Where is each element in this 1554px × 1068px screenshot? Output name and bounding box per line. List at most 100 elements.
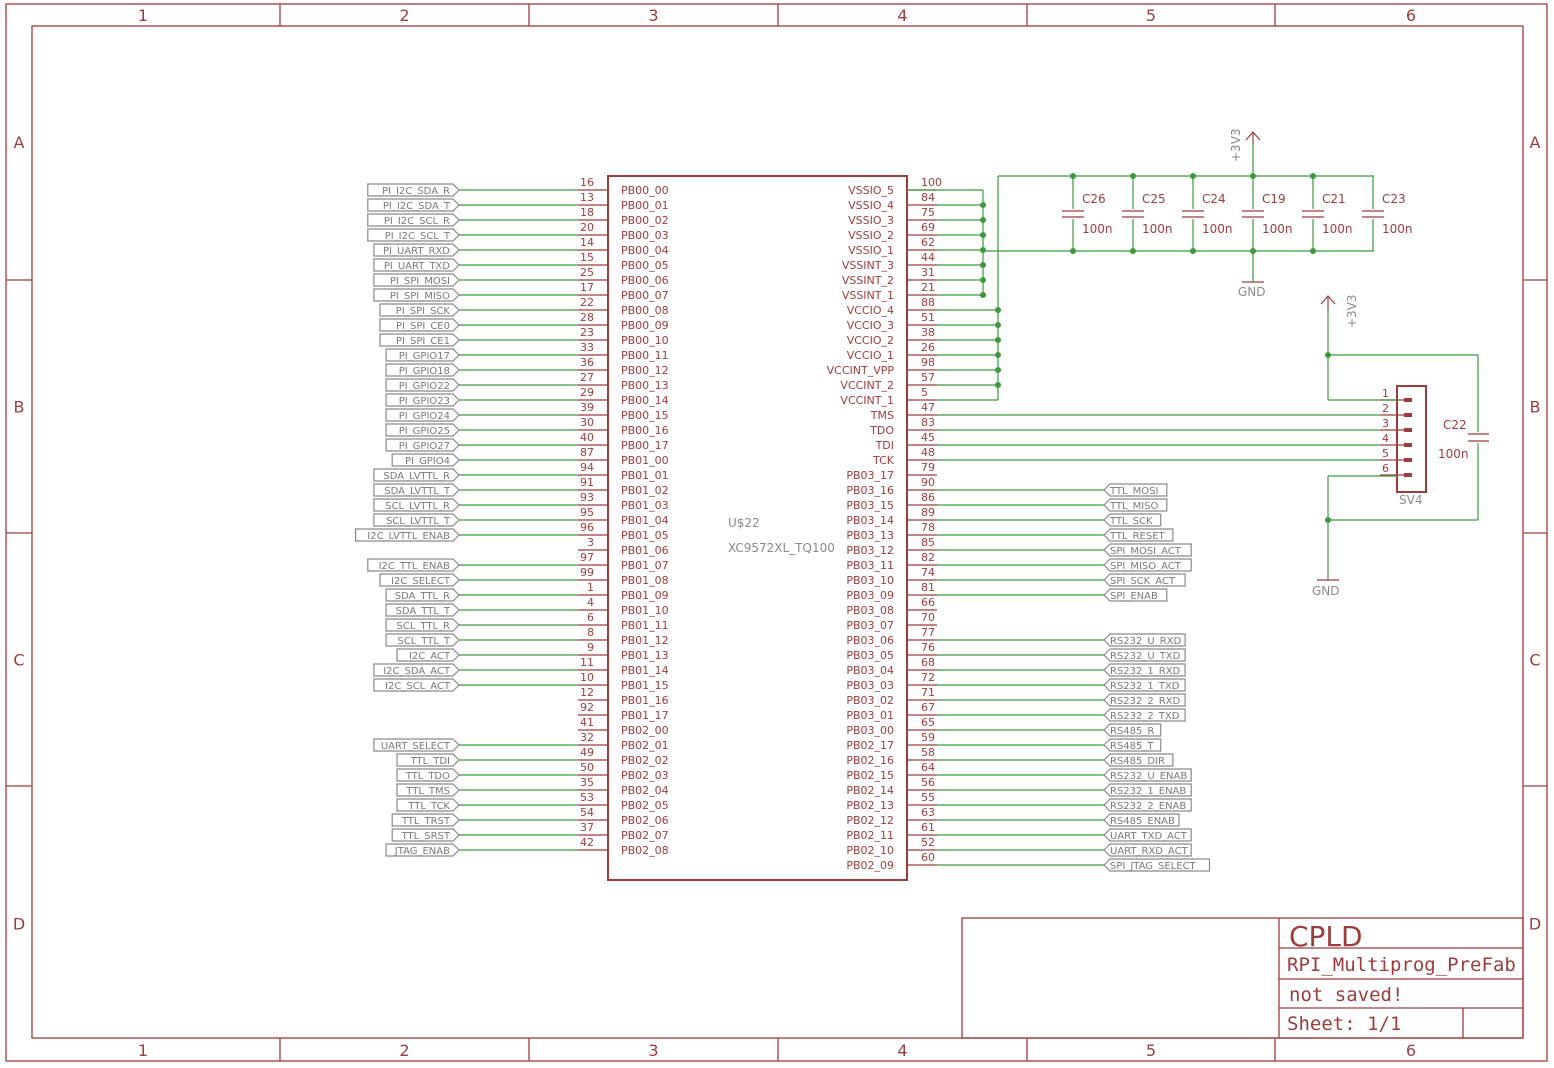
net-label-rs485-r[interactable] <box>1103 723 1162 737</box>
net-label-pi-gpio4[interactable] <box>391 453 460 467</box>
net-label-text: TTL_TDO <box>405 771 450 782</box>
net-label-i2c-scl-act[interactable] <box>373 678 460 692</box>
net-label-ttl-trst[interactable] <box>391 813 460 827</box>
net-label-uart-txd-act[interactable] <box>1103 828 1192 842</box>
cpld-symbol[interactable]: U$22 XC9572XL_TQ100 16PB00_0013PB00_0118… <box>578 175 942 881</box>
net-label-spi-jtag-select[interactable] <box>1103 858 1211 872</box>
net-label-pi-uart-rxd[interactable] <box>373 243 460 257</box>
net-label-sda-ttl-r[interactable] <box>385 588 460 602</box>
pin-number: 15 <box>580 251 594 264</box>
net-label-ttl-reset[interactable] <box>1103 528 1174 542</box>
net-label-rs232-u-rxd[interactable] <box>1103 633 1186 647</box>
pin-number: 66 <box>921 596 935 609</box>
net-label-pi-gpio17[interactable] <box>385 348 460 362</box>
net-label-ttl-miso[interactable] <box>1103 498 1168 512</box>
net-label-pi-gpio25[interactable] <box>385 423 460 437</box>
pin-name: VSSINT_2 <box>842 274 894 287</box>
pin-number: 22 <box>580 296 594 309</box>
net-label-ttl-tms[interactable] <box>396 783 460 797</box>
pin-number: 97 <box>580 551 594 564</box>
net-label-pi-i2c-scl-t[interactable] <box>367 228 460 242</box>
pin-number: 65 <box>921 716 935 729</box>
net-label-rs485-dir[interactable] <box>1103 753 1174 767</box>
net-label-spi-miso-act[interactable] <box>1103 558 1192 572</box>
frame-col-label-top: 5 <box>1146 6 1156 25</box>
frame-col-label-bottom: 3 <box>648 1041 658 1060</box>
net-label-scl-ttl-r[interactable] <box>385 618 460 632</box>
net-label-pi-gpio18[interactable] <box>385 363 460 377</box>
net-label-rs232-u-txd[interactable] <box>1103 648 1186 662</box>
net-label-rs232-1-rxd[interactable] <box>1103 663 1186 677</box>
net-label-text: RS485_R <box>1110 726 1154 737</box>
net-label-pi-gpio27[interactable] <box>385 438 460 452</box>
net-label-ttl-tdi[interactable] <box>396 753 460 767</box>
capacitor-ref: C19 <box>1262 192 1286 206</box>
net-label-ttl-sck[interactable] <box>1103 513 1162 527</box>
net-label-text: I2C_ACT <box>409 651 451 662</box>
net-label-i2c-select[interactable] <box>379 573 460 587</box>
pin-name: PB02_07 <box>621 829 669 842</box>
supply-3v3-jtag-label: +3V3 <box>1345 294 1359 328</box>
net-label-sda-ttl-t[interactable] <box>385 603 460 617</box>
net-label-pi-spi-mosi[interactable] <box>373 273 460 287</box>
net-label-rs232-1-enab[interactable] <box>1103 783 1192 797</box>
net-label-sda-lvttl-t[interactable] <box>373 483 460 497</box>
net-label-pi-i2c-sda-t[interactable] <box>367 198 460 212</box>
net-label-rs485-enab[interactable] <box>1103 813 1180 827</box>
net-label-pi-gpio22[interactable] <box>385 378 460 392</box>
net-label-ttl-tdo[interactable] <box>396 768 460 782</box>
net-label-scl-ttl-t[interactable] <box>385 633 460 647</box>
net-label-text: RS232_1_ENAB <box>1110 786 1186 797</box>
net-label-pi-i2c-scl-r[interactable] <box>367 213 460 227</box>
pin-number: 82 <box>921 551 935 564</box>
pin-number: 93 <box>580 491 594 504</box>
net-label-uart-rxd-act[interactable] <box>1103 843 1192 857</box>
net-label-pi-gpio23[interactable] <box>385 393 460 407</box>
pin-number: 37 <box>580 821 594 834</box>
net-label-ttl-srst[interactable] <box>391 828 460 842</box>
title-name: CPLD <box>1289 920 1363 953</box>
pin-number: 79 <box>921 461 935 474</box>
net-label-text: PI_SPI_MOSI <box>390 276 450 287</box>
net-label-pi-spi-ce1[interactable] <box>379 333 460 347</box>
net-label-spi-sck-act[interactable] <box>1103 573 1186 587</box>
net-label-i2c-lvttl-enab[interactable] <box>355 528 460 542</box>
net-label-rs232-u-enab[interactable] <box>1103 768 1192 782</box>
net-label-scl-lvttl-t[interactable] <box>373 513 460 527</box>
net-label-pi-i2c-sda-r[interactable] <box>367 183 460 197</box>
net-label-ttl-mosi[interactable] <box>1103 483 1168 497</box>
net-label-pi-spi-sck[interactable] <box>379 303 460 317</box>
net-label-rs485-t[interactable] <box>1103 738 1162 752</box>
net-label-rs232-2-rxd[interactable] <box>1103 693 1186 707</box>
net-label-pi-spi-ce0[interactable] <box>379 318 460 332</box>
pin-number: 27 <box>580 371 594 384</box>
net-label-rs232-2-txd[interactable] <box>1103 708 1186 722</box>
net-label-ttl-tck[interactable] <box>396 798 460 812</box>
net-label-spi-mosi-act[interactable] <box>1103 543 1192 557</box>
net-label-sda-lvttl-r[interactable] <box>373 468 460 482</box>
net-label-spi-enab[interactable] <box>1103 588 1168 602</box>
pin-number: 78 <box>921 521 935 534</box>
net-label-scl-lvttl-r[interactable] <box>373 498 460 512</box>
net-label-uart-select[interactable] <box>373 738 460 752</box>
sv4-pin-number: 2 <box>1382 402 1389 415</box>
net-label-rs232-2-enab[interactable] <box>1103 798 1192 812</box>
net-label-pi-spi-miso[interactable] <box>373 288 460 302</box>
net-label-i2c-sda-act[interactable] <box>373 663 460 677</box>
net-label-rs232-1-txd[interactable] <box>1103 678 1186 692</box>
net-label-pi-uart-txd[interactable] <box>373 258 460 272</box>
net-label-i2c-ttl-enab[interactable] <box>367 558 460 572</box>
net-label-jtag-enab[interactable] <box>385 843 460 857</box>
net-label-i2c-act[interactable] <box>396 648 460 662</box>
net-label-text: PI_I2C_SCL_T <box>385 231 451 242</box>
pin-name: PB02_01 <box>621 739 669 752</box>
pin-number: 52 <box>921 836 935 849</box>
net-label-pi-gpio24[interactable] <box>385 408 460 422</box>
